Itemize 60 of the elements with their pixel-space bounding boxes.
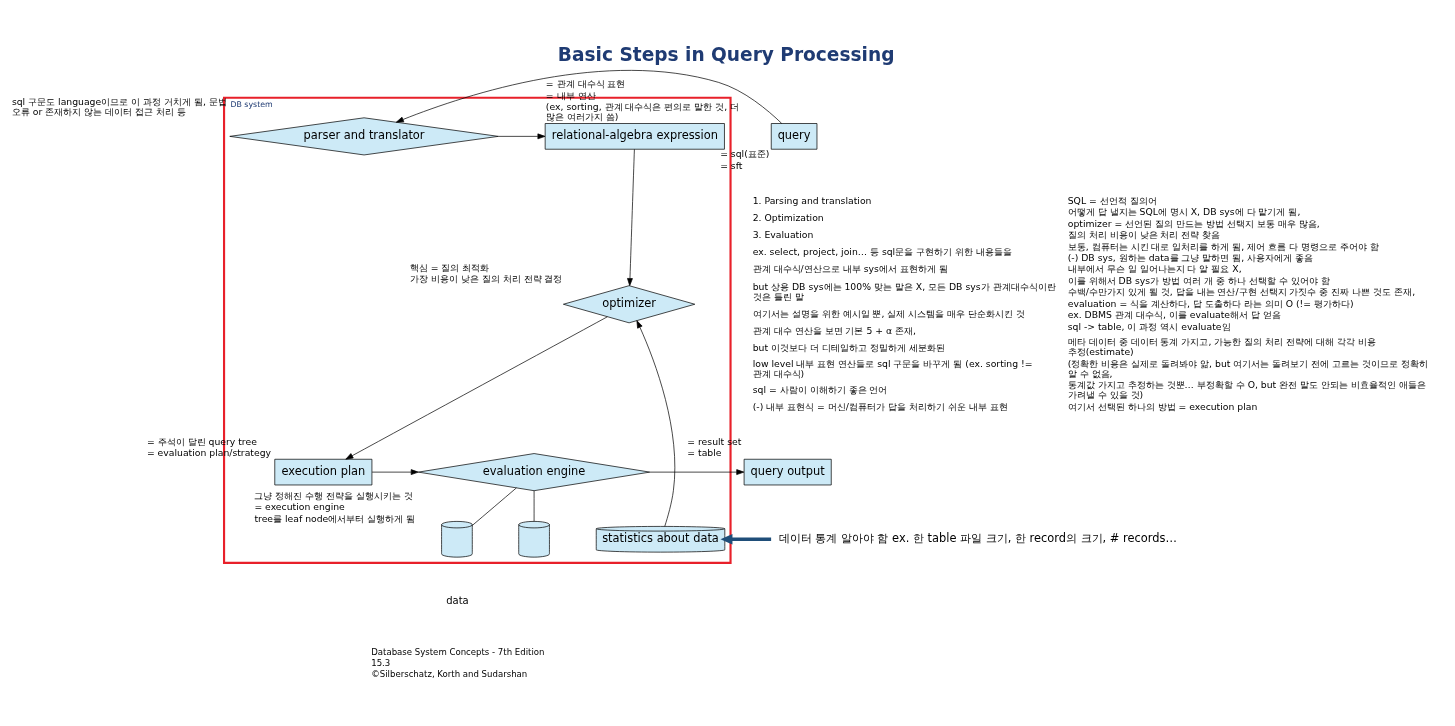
node-label: = sql(표준) [720, 148, 770, 160]
label: low level 내부 표현 연산들로 sql 구문을 바꾸게 됨 (ex. sorting != 관계 대수식) [752, 358, 1033, 380]
label: sql = 사람이 이해하기 좋은 언어 [752, 384, 888, 396]
node-label: = 관계 대수식 표현 [545, 78, 626, 90]
node-label: 핵심 = 질의 최적화 [409, 261, 490, 273]
arrow [627, 148, 635, 286]
arrow [720, 534, 772, 545]
node-box: query output [743, 458, 832, 486]
label: 이를 위해서 DB sys가 방법 여러 개 중 하나 선택할 수 있어야 함 [1067, 274, 1330, 286]
label: (-) 내부 표현식 = 머신/컴퓨터가 답을 처리하기 쉬운 내부 표현 [752, 400, 1008, 412]
node-label: 가장 비용이 낮은 질의 처리 전략 결정 [409, 273, 563, 285]
arrow [345, 316, 608, 460]
label: 2. Optimization [752, 211, 824, 223]
arrow [649, 469, 745, 475]
node-box: execution plan [274, 458, 373, 486]
node-diamond: evaluation engine [418, 453, 651, 492]
label: Database System Concepts - 7th Edition [371, 647, 545, 658]
label: 통계값 가지고 추정하는 것뿐… 부정확할 수 O, but 완전 말도 안되는 비효율적인 애들은 가려낼 수 있을 것) [1067, 379, 1426, 401]
label: optimizer = 선언된 질의 만드는 방법 선택지 보통 매우 많음, [1067, 217, 1320, 229]
label: 내부에서 무슨 일 일어나는지 다 알 필요 X, [1067, 263, 1242, 275]
arrow [371, 469, 419, 475]
node-diamond: optimizer [563, 285, 696, 324]
label: 메타 데이터 중 데이터 통계 가지고, 가능한 질의 처리 전략에 대해 각각 비용 추정(estimate) [1067, 336, 1377, 358]
label: 1. Parsing and translation [752, 194, 872, 206]
label: SQL = 선언적 질의어 [1067, 194, 1157, 206]
label: 질의 처리 비용이 낮은 처리 전략 찾음 [1067, 229, 1221, 241]
label: (정확한 비용은 실제로 돌려봐야 앎, but 여기서는 돌려보기 전에 고르는 것이므로 정확히 알 수 없음, [1067, 357, 1429, 379]
label: evaluation = 식을 계산하다, 답 도출하다 라는 의미 O (!= 평가하다) [1067, 297, 1354, 309]
node-label: = execution engine [254, 501, 345, 513]
label: 관계 대수 연산을 보면 기본 5 + α 존재, [752, 324, 916, 336]
label: ©Silberschatz, Korth and Sudarshan [371, 668, 528, 679]
label: ex. DBMS 관계 대수식, 이를 evaluate해서 답 얻음 [1067, 309, 1281, 321]
label: 보통, 컴퓨터는 시킨 대로 일처리를 하게 됨, 제어 흐름 다 명령으로 주어야 함 [1067, 240, 1379, 252]
label: sql -> table, 이 과정 역시 evaluate임 [1067, 320, 1231, 332]
node-label: (ex, sorting, 관계 대수식은 편의로 말한 것, 더 많은 여러가지 씀) [545, 101, 740, 123]
label: 여기서 선택된 하나의 방법 = execution plan [1067, 400, 1258, 412]
node-label: = sft [720, 159, 743, 171]
label: 여기서는 설명을 위한 예시일 뿐, 실제 시스템을 매우 단순화시킨 것 [752, 307, 1026, 319]
node-box: query [770, 123, 818, 150]
node-label: = table [687, 446, 722, 458]
label: data [446, 594, 469, 606]
label: (-) DB sys, 원하는 data를 그냥 말하면 됨, 사용자에게 좋음 [1067, 251, 1314, 263]
node-text: 데이터 통계 알아야 함 ex. 한 table 파일 크기, 한 record의 크기, # records… [778, 530, 1177, 545]
label: 수백/수만가지 있게 될 것, 답을 내는 연산/구현 선택지 가짓수 중 진짜 나쁜 것도 존재, [1067, 286, 1416, 298]
label: but 이것보다 더 디테일하고 정밀하게 세분화된 [752, 341, 945, 353]
node-box: relational-algebra expression [544, 123, 725, 150]
arrow [395, 70, 783, 124]
label: 3. Evaluation [752, 229, 814, 241]
label: ex. select, project, join… 등 sql문을 구현하기 위한 내용들을 [752, 246, 1013, 258]
label: 관계 대수식/연산으로 내부 sys에서 표현하게 됨 [752, 263, 948, 275]
connector [533, 490, 535, 522]
label: but 상용 DB sys에는 100% 맞는 말은 X, 모든 DB sys가 관계대수식이란 것은 틀린 말 [752, 280, 1056, 302]
label: 어떻게 답 낼지는 SQL에 명시 X, DB sys에 다 맡기게 됨, [1067, 206, 1301, 218]
node-label: tree를 leaf node에서부터 실행하게 됨 [254, 512, 416, 524]
connector [472, 487, 517, 526]
arrow [498, 133, 546, 140]
node-label: 그냥 정해진 수행 전략을 실행시키는 것 [254, 489, 414, 501]
label: 15.3 [371, 657, 391, 668]
diagram-title: Basic Steps in Query Processing [557, 43, 895, 65]
arrow [636, 320, 676, 527]
